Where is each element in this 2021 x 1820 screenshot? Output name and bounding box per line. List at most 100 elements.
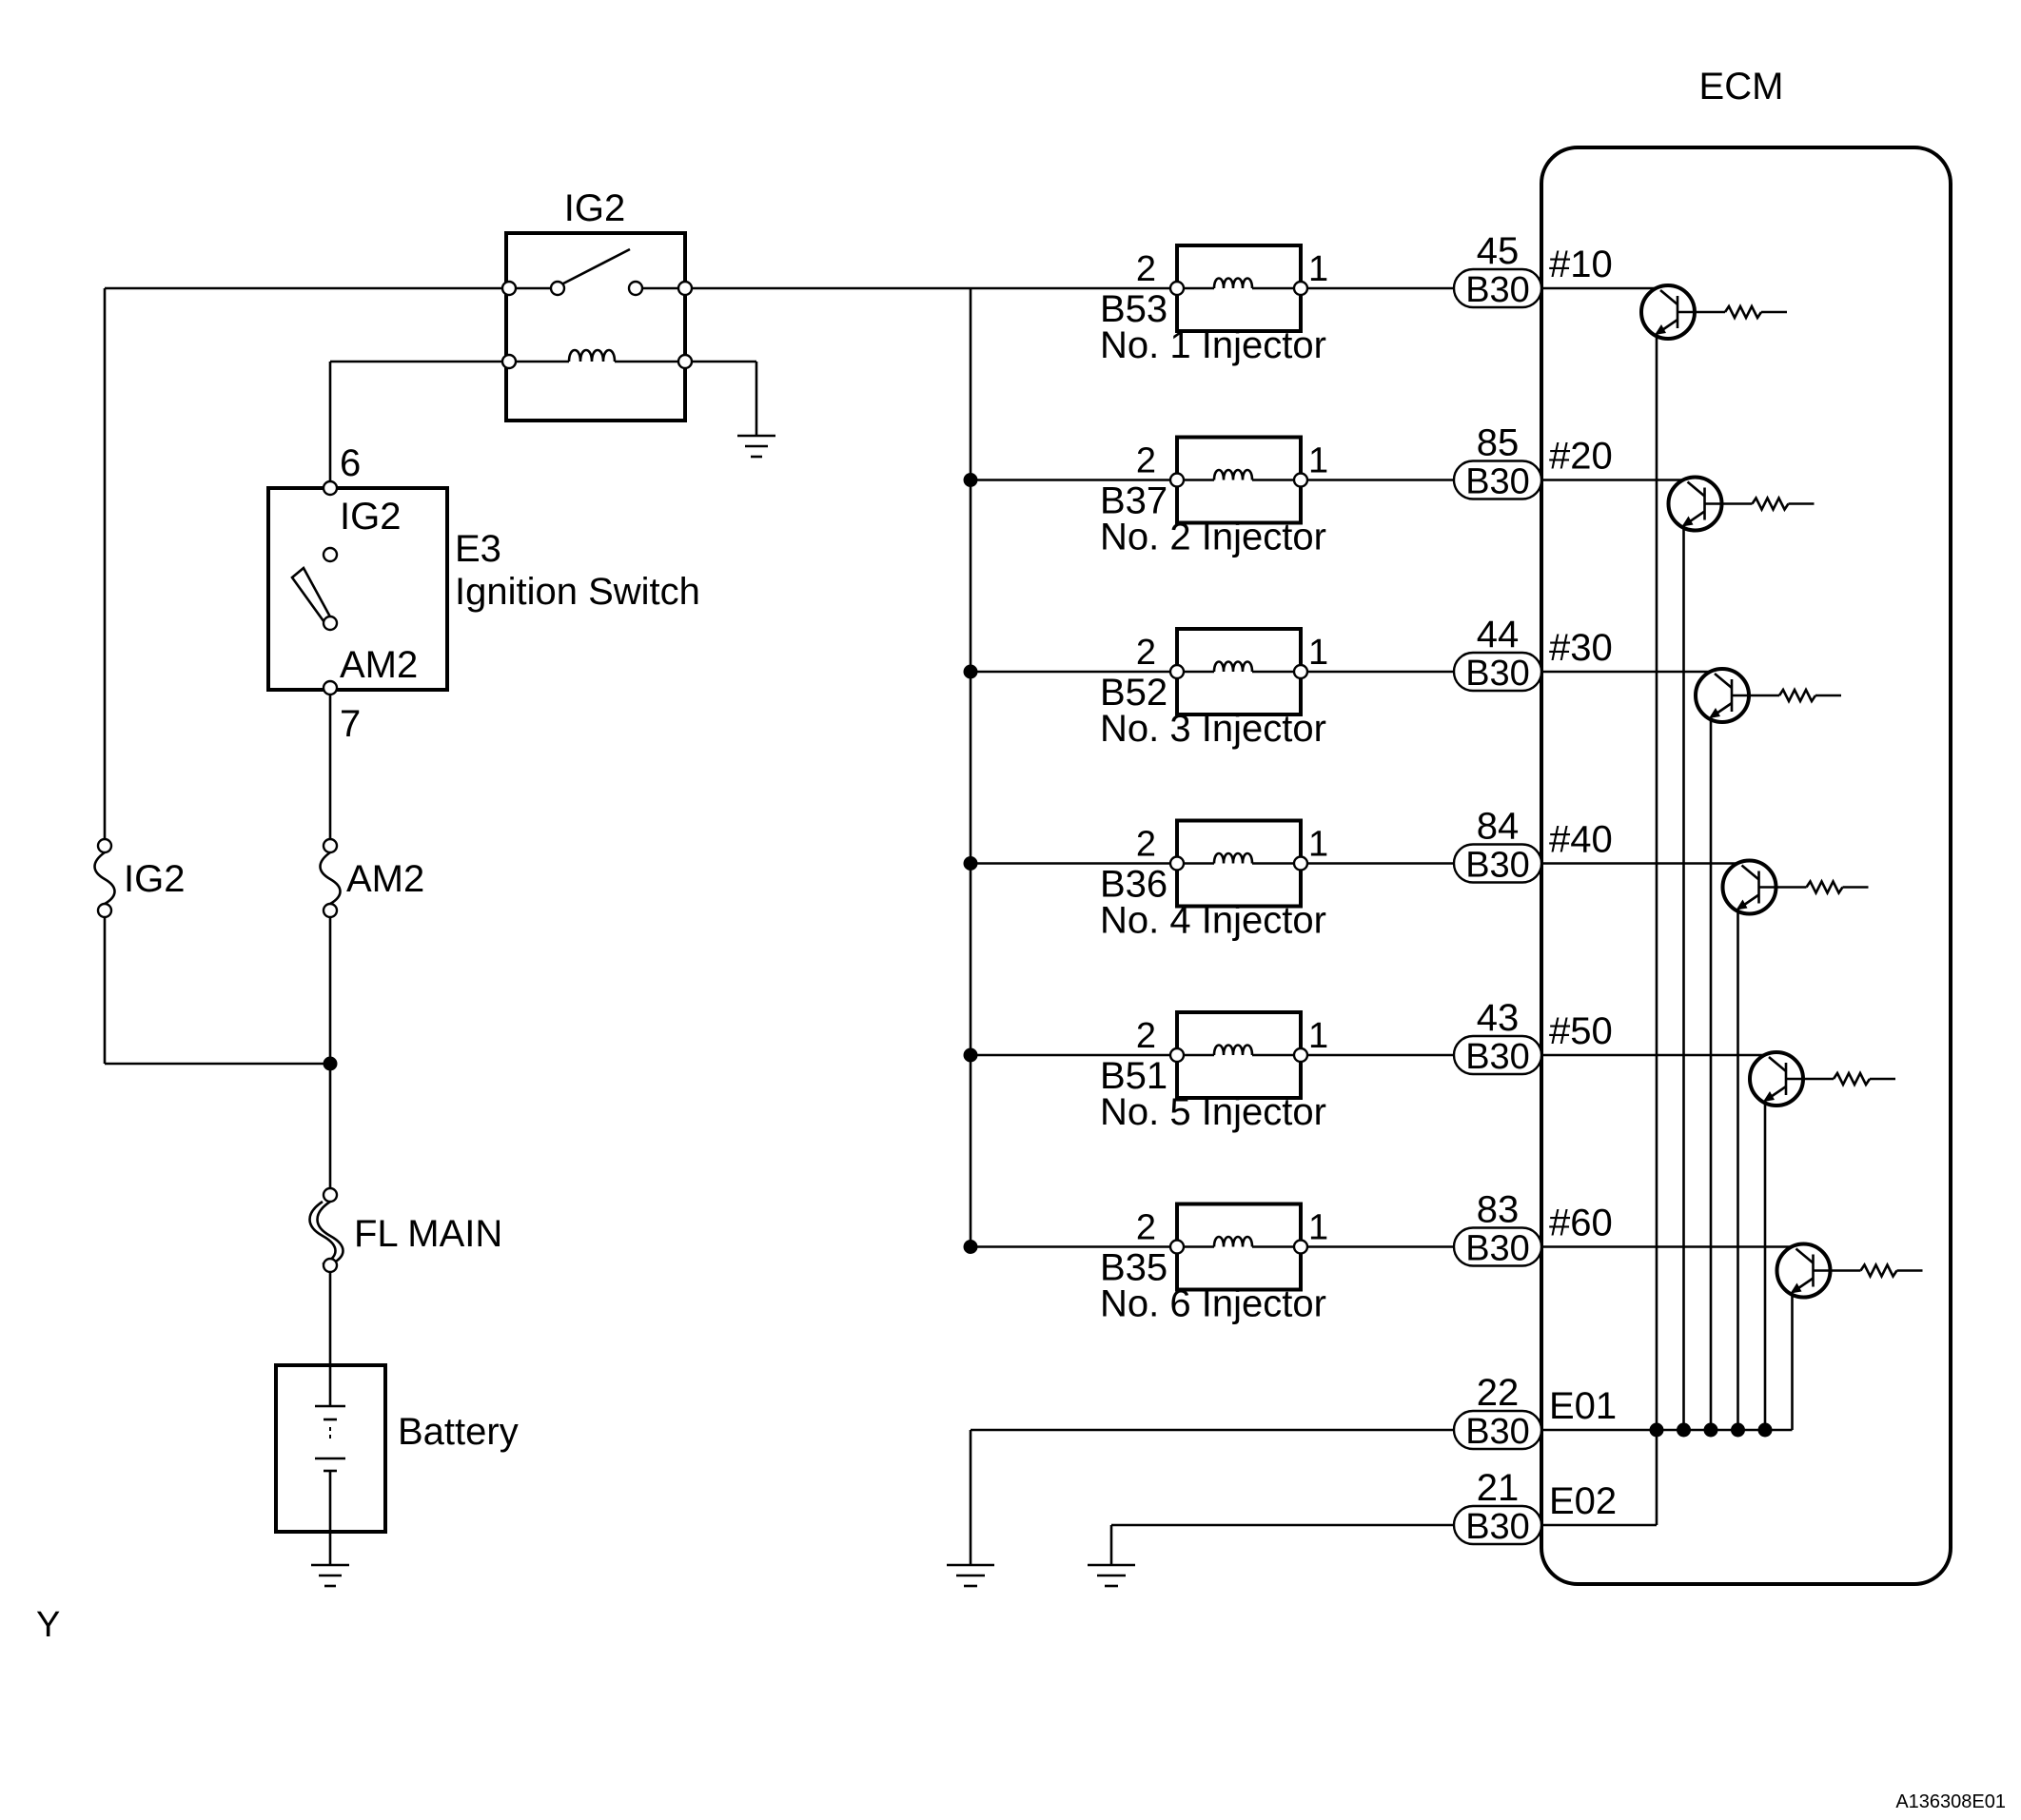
relay-contact-arm <box>562 247 631 285</box>
injector-pin-out: 1 <box>1308 441 1328 481</box>
transistor-arrow <box>1655 324 1666 335</box>
transistor-collector <box>1686 480 1706 498</box>
fuse-ig2-symbol <box>93 851 116 906</box>
base-resistor <box>1859 1262 1898 1280</box>
injector-terminal-in <box>1168 472 1186 488</box>
injector-name: No. 5 Injector <box>1100 1091 1326 1133</box>
battery-label: Battery <box>398 1411 519 1453</box>
injector-terminal-out <box>1292 1239 1309 1255</box>
ignition-pin-bottom: 7 <box>340 703 361 745</box>
injector-terminal-out <box>1292 280 1309 297</box>
injector-terminal-in <box>1168 280 1186 297</box>
injector-pin-in: 2 <box>1136 1016 1156 1056</box>
transistor-arrow <box>1681 516 1694 527</box>
injector-pin-out: 1 <box>1308 1208 1328 1248</box>
injector-pin-out: 1 <box>1308 1016 1328 1056</box>
ignition-term-bottom: AM2 <box>340 644 418 686</box>
ecm-pin-number: 44 <box>1477 614 1520 656</box>
transistor-collector <box>1659 289 1678 305</box>
ignition-switch-name: Ignition Switch <box>455 571 700 613</box>
injector-coil <box>1212 1044 1254 1056</box>
transistor-arrow <box>1736 899 1748 910</box>
injector-pin-in: 2 <box>1136 825 1156 865</box>
injector-pin-in: 2 <box>1136 441 1156 481</box>
ground-symbol-relay <box>737 434 775 459</box>
injector-terminal-out <box>1292 1047 1309 1064</box>
fuse-flmain-symbol <box>316 1200 344 1266</box>
ecm-terminal-name: #40 <box>1549 819 1613 861</box>
injector-coil <box>1212 851 1254 864</box>
ecm-pin-number: 45 <box>1477 230 1520 272</box>
ecm-connector: B30 <box>1465 654 1530 694</box>
injector-terminal-out <box>1292 855 1309 871</box>
ecm-ground-bus <box>1541 1422 1793 1527</box>
ecm-connector: B30 <box>1465 1507 1530 1547</box>
fuse-am2-label: AM2 <box>346 858 424 900</box>
ecm-connector: B30 <box>1465 270 1530 310</box>
ecm-connector: B30 <box>1465 1229 1530 1269</box>
ecm-title: ECM <box>1699 66 1784 108</box>
injector-name: No. 4 Injector <box>1100 900 1326 942</box>
ecm-pin-number: 21 <box>1477 1467 1520 1509</box>
injector-coil <box>1212 468 1254 480</box>
ignition-switch-box <box>266 486 449 692</box>
ecm-terminal-name: #60 <box>1549 1203 1613 1244</box>
ecm-terminal-name: E02 <box>1549 1480 1617 1522</box>
transistor-arrow <box>1763 1091 1775 1102</box>
fuse-ig2-label: IG2 <box>124 858 185 900</box>
ignition-pin-top: 6 <box>340 442 361 484</box>
ecm-connector: B30 <box>1465 846 1530 886</box>
junction-dot <box>1677 1422 1691 1438</box>
injector-coil <box>1212 1235 1254 1247</box>
base-resistor <box>1805 878 1844 896</box>
base-resistor <box>1832 1070 1872 1087</box>
injector-code: B51 <box>1100 1055 1167 1097</box>
injector-terminal-out <box>1292 472 1309 488</box>
injector-terminal-out <box>1292 663 1309 680</box>
injector-code: B35 <box>1100 1247 1167 1289</box>
transistor-collector <box>1740 864 1760 881</box>
ecm-terminal-name: #50 <box>1549 1010 1613 1052</box>
ecm-pin-number: 84 <box>1477 806 1520 848</box>
ecm-terminal-name: E01 <box>1549 1385 1617 1427</box>
injector-coil <box>1212 277 1254 289</box>
ground-symbol-e02 <box>1088 1563 1135 1588</box>
relay-contact-pivot <box>549 280 566 297</box>
ground-symbol-e01 <box>947 1563 994 1588</box>
ground-symbol-battery <box>311 1563 349 1588</box>
base-resistor <box>1751 495 1790 513</box>
injector-pin-out: 1 <box>1308 249 1328 289</box>
base-resistor <box>1777 687 1817 704</box>
transistor-arrow <box>1790 1282 1802 1294</box>
injector-name: No. 1 Injector <box>1100 324 1326 366</box>
injector-pin-in: 2 <box>1136 249 1156 289</box>
transistor-collector <box>1795 1247 1815 1264</box>
injector-coil <box>1212 660 1254 673</box>
ecm-terminal-name: #10 <box>1549 244 1613 285</box>
ig2-relay-box <box>504 231 687 422</box>
injector-code: B53 <box>1100 288 1167 330</box>
ecm-connector: B30 <box>1465 1412 1530 1452</box>
injector-pin-out: 1 <box>1308 633 1328 673</box>
injector-terminal-in <box>1168 663 1186 680</box>
injector-pin-out: 1 <box>1308 825 1328 865</box>
injector-pin-in: 2 <box>1136 1208 1156 1248</box>
ignition-term-top: IG2 <box>340 496 401 538</box>
injector-code: B37 <box>1100 480 1167 522</box>
injector-terminal-in <box>1168 1047 1186 1064</box>
ecm-connector: B30 <box>1465 1037 1530 1077</box>
figure-id: A136308E01 <box>1895 1791 2006 1812</box>
ecm-terminal-name: #20 <box>1549 436 1613 478</box>
injector-name: No. 3 Injector <box>1100 708 1326 750</box>
injector-code: B52 <box>1100 672 1167 714</box>
injector-terminal-in <box>1168 1239 1186 1255</box>
